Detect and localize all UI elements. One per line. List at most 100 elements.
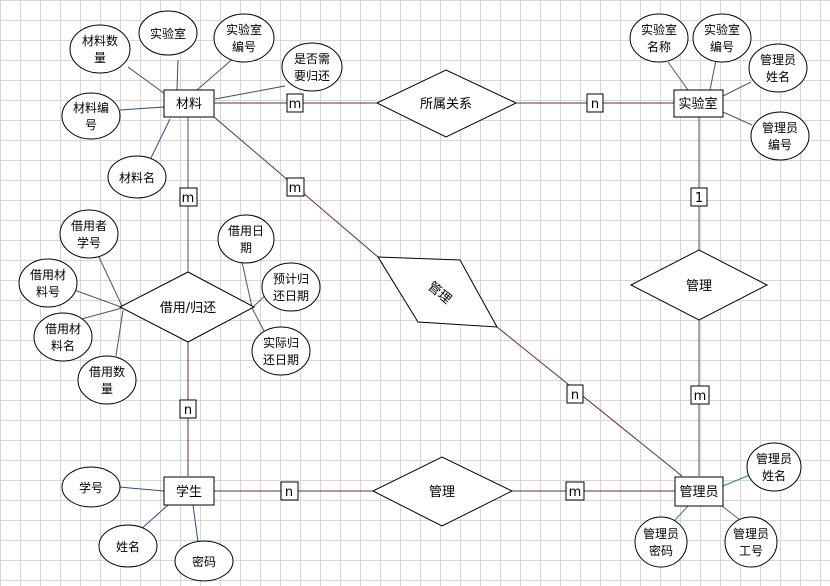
cardinality-text: n bbox=[591, 97, 599, 112]
connector bbox=[214, 85, 286, 100]
attribute-line: 密码 bbox=[192, 554, 216, 569]
relationship-belongs[interactable]: 所属关系 bbox=[375, 69, 518, 138]
attribute-line: 管理员 bbox=[733, 526, 769, 541]
attribute: 姓名 bbox=[98, 524, 158, 568]
connector bbox=[127, 66, 166, 95]
attribute-line: 密码 bbox=[649, 543, 673, 558]
attribute-line: 量 bbox=[94, 51, 106, 65]
attribute-line: 管理员 bbox=[762, 120, 798, 135]
attribute-line: 借用材 bbox=[45, 322, 81, 336]
connector bbox=[176, 59, 179, 91]
attribute-line: 姓名 bbox=[762, 468, 786, 483]
connector bbox=[97, 254, 123, 307]
attribute-line: 材料数 bbox=[82, 33, 118, 48]
cardinality-text: n bbox=[571, 388, 579, 403]
attribute-line: 管理员 bbox=[756, 451, 792, 466]
relationship-borrow-return-label: 借用/归还 bbox=[160, 301, 216, 316]
connector bbox=[115, 309, 124, 357]
attribute-line: 学号 bbox=[79, 480, 103, 495]
relationship-manage-material[interactable]: 管理 bbox=[377, 256, 498, 328]
attribute: 预计归 还日期 bbox=[261, 262, 321, 312]
attribute: 材料名 bbox=[107, 155, 167, 199]
attribute-line: 名称 bbox=[647, 39, 671, 54]
cardinality-text: n bbox=[285, 485, 293, 500]
attribute: 借用日 期 bbox=[217, 214, 275, 264]
attribute: 实验室 bbox=[138, 10, 198, 56]
attribute-line: 借用者 bbox=[71, 219, 107, 233]
connector bbox=[139, 504, 169, 531]
connector bbox=[149, 118, 171, 161]
attribute-line: 实验室 bbox=[150, 26, 186, 41]
connector bbox=[667, 61, 689, 91]
entity-student[interactable]: 学生 bbox=[163, 476, 215, 506]
cardinality-label: m bbox=[286, 177, 305, 197]
attribute-line: 实际归 bbox=[263, 335, 299, 350]
attribute-line: 实验室 bbox=[704, 22, 740, 37]
attribute-line: 姓名 bbox=[116, 539, 140, 554]
relationship-manage-student[interactable]: 管理 bbox=[371, 456, 514, 527]
connector bbox=[722, 81, 752, 97]
cardinality-label: 1 bbox=[690, 187, 708, 207]
attribute-line: 材料编 bbox=[73, 100, 109, 115]
attribute: 实验室 编号 bbox=[692, 13, 752, 63]
attribute: 借用者 学号 bbox=[59, 209, 119, 259]
attribute-line: 号 bbox=[85, 118, 97, 132]
cardinality-label: n bbox=[179, 399, 197, 419]
relationship-belongs-label: 所属关系 bbox=[420, 97, 472, 112]
attribute: 借用材 料名 bbox=[33, 312, 93, 362]
attribute-line: 是否需 bbox=[294, 52, 330, 66]
cardinality-text: m bbox=[289, 97, 302, 112]
connector bbox=[709, 59, 717, 91]
attribute: 实验室 编号 bbox=[213, 13, 275, 63]
entity-admin[interactable]: 管理员 bbox=[674, 476, 724, 507]
attribute-line: 编号 bbox=[768, 137, 792, 152]
attribute-line: 实验室 bbox=[641, 22, 677, 37]
relationship-manage-lab[interactable]: 管理 bbox=[629, 249, 769, 321]
attribute-line: 工号 bbox=[739, 544, 763, 558]
entity-material[interactable]: 材料 bbox=[163, 89, 215, 118]
connector bbox=[192, 504, 199, 543]
cardinality-label: n bbox=[586, 93, 604, 113]
connector bbox=[674, 505, 689, 521]
relationship-manage-student-label: 管理 bbox=[429, 485, 455, 500]
connector bbox=[721, 505, 741, 521]
entity-student-label: 学生 bbox=[176, 484, 202, 500]
cardinality-text: m bbox=[289, 181, 302, 196]
cardinality-label: m bbox=[690, 385, 710, 405]
cardinality-text: n bbox=[184, 403, 192, 418]
connector bbox=[722, 111, 753, 126]
attribute-line: 借用数 bbox=[89, 364, 125, 379]
entity-lab[interactable]: 实验室 bbox=[673, 89, 724, 118]
cardinality-label: n bbox=[280, 481, 299, 501]
attribute: 管理员 编号 bbox=[750, 111, 810, 161]
connector bbox=[119, 106, 165, 111]
attribute-line: 借用日 bbox=[228, 224, 264, 238]
attribute-line: 管理员 bbox=[760, 52, 796, 67]
attribute-line: 量 bbox=[101, 382, 113, 396]
attribute: 管理员 姓名 bbox=[746, 442, 802, 492]
attribute-line: 编号 bbox=[710, 39, 734, 54]
attribute: 借用材 料号 bbox=[18, 258, 78, 308]
attribute-line: 料名 bbox=[51, 338, 75, 353]
attribute-line: 借用材 bbox=[30, 268, 66, 282]
attribute-line: 预计归 bbox=[273, 272, 309, 286]
relationship-manage-lab-label: 管理 bbox=[686, 279, 712, 294]
attribute-line: 学号 bbox=[77, 235, 101, 250]
cardinality-label: m bbox=[565, 481, 585, 501]
attribute: 材料编 号 bbox=[61, 92, 121, 140]
attribute: 实际归 还日期 bbox=[251, 326, 311, 376]
connector bbox=[496, 326, 683, 477]
attribute-line: 姓名 bbox=[766, 69, 790, 84]
cardinality-label: n bbox=[566, 384, 584, 404]
attribute-line: 要归还 bbox=[294, 69, 330, 83]
cardinality-text: m bbox=[182, 191, 195, 206]
attribute-line: 材料名 bbox=[119, 170, 155, 185]
relationship-borrow-return[interactable]: 借用/归还 bbox=[118, 271, 256, 343]
attribute: 管理员 密码 bbox=[634, 516, 688, 568]
cardinality-text: 1 bbox=[695, 191, 703, 206]
attribute-line: 还日期 bbox=[263, 353, 299, 367]
cardinality-text: m bbox=[569, 485, 582, 500]
attribute: 密码 bbox=[174, 540, 234, 582]
cardinality-label: m bbox=[179, 187, 198, 207]
